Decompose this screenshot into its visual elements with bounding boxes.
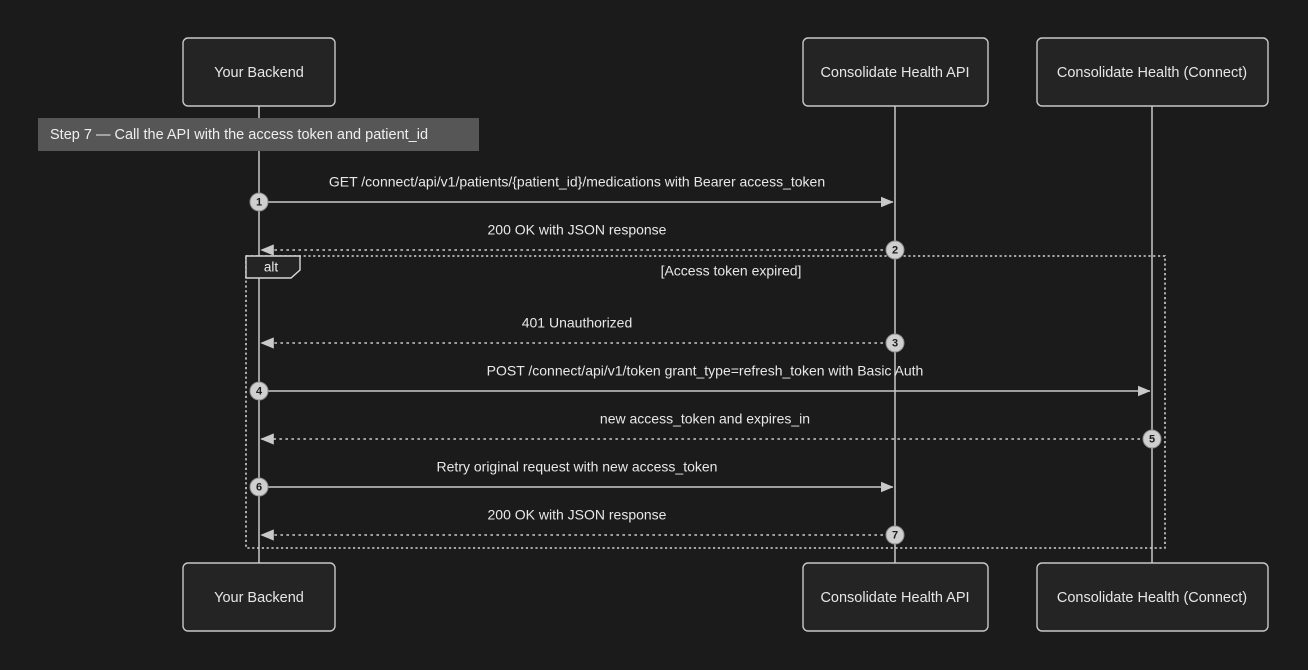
participant-label-api-bottom: Consolidate Health API [820, 590, 969, 606]
message-3: 401 Unauthorized 3 [260, 315, 905, 353]
participant-label-backend-top: Your Backend [214, 65, 304, 81]
participants-bottom: Your Backend Consolidate Health API Cons… [182, 562, 1269, 632]
participant-label-api-top: Consolidate Health API [820, 65, 969, 81]
message-3-seq-number: 3 [892, 338, 898, 350]
participant-label-backend-bottom: Your Backend [214, 590, 304, 606]
message-4-seq-number: 4 [256, 386, 263, 398]
message-7-seq-number: 7 [892, 530, 898, 542]
participant-api-top[interactable]: Consolidate Health API [802, 37, 989, 107]
message-7: 200 OK with JSON response 7 [260, 507, 905, 545]
message-1-seq-number: 1 [256, 197, 262, 209]
alt-fragment-operator: alt [264, 260, 279, 275]
alt-fragment: alt [Access token expired] [245, 255, 1166, 549]
message-7-seq-marker [885, 525, 905, 545]
message-1: GET /connect/api/v1/patients/{patient_id… [249, 174, 894, 212]
participant-connect-top[interactable]: Consolidate Health (Connect) [1036, 37, 1269, 107]
step-note: Step 7 — Call the API with the access to… [38, 118, 479, 151]
message-4: POST /connect/api/v1/token grant_type=re… [249, 363, 1151, 401]
message-5-seq-number: 5 [1149, 434, 1155, 446]
alt-fragment-condition: [Access token expired] [661, 263, 802, 279]
participant-box-backend-bottom[interactable] [182, 562, 336, 632]
message-2-seq-number: 2 [892, 245, 898, 257]
message-1-label: GET /connect/api/v1/patients/{patient_id… [329, 174, 825, 190]
messages-group: GET /connect/api/v1/patients/{patient_id… [249, 174, 1162, 545]
participant-box-connect-top[interactable] [1036, 37, 1269, 107]
message-3-label: 401 Unauthorized [522, 315, 633, 331]
message-4-seq-marker [249, 381, 269, 401]
message-1-seq-marker [249, 192, 269, 212]
step-note-background [38, 118, 479, 151]
step-note-text: Step 7 — Call the API with the access to… [50, 127, 428, 143]
message-7-label: 200 OK with JSON response [488, 507, 667, 523]
participant-api-bottom[interactable]: Consolidate Health API [802, 562, 989, 632]
message-6-seq-number: 6 [256, 482, 262, 494]
message-2-label: 200 OK with JSON response [488, 222, 667, 238]
message-6-seq-marker [249, 477, 269, 497]
message-2: 200 OK with JSON response 2 [260, 222, 905, 260]
participant-backend-bottom[interactable]: Your Backend [182, 562, 336, 632]
participant-box-api-top[interactable] [802, 37, 989, 107]
message-5: new access_token and expires_in 5 [260, 411, 1162, 449]
message-3-seq-marker [885, 333, 905, 353]
alt-fragment-border [245, 255, 1166, 549]
participant-box-connect-bottom[interactable] [1036, 562, 1269, 632]
participant-connect-bottom[interactable]: Consolidate Health (Connect) [1036, 562, 1269, 632]
message-6-label: Retry original request with new access_t… [437, 459, 718, 475]
message-5-seq-marker [1142, 429, 1162, 449]
message-6: Retry original request with new access_t… [249, 459, 894, 497]
participant-backend-top[interactable]: Your Backend [182, 37, 336, 107]
participant-label-connect-bottom: Consolidate Health (Connect) [1057, 590, 1247, 606]
participants-top: Your Backend Consolidate Health API Cons… [182, 37, 1269, 107]
alt-fragment-tab [245, 255, 301, 279]
message-4-label: POST /connect/api/v1/token grant_type=re… [487, 363, 924, 379]
message-2-seq-marker [885, 240, 905, 260]
participant-box-backend-top[interactable] [182, 37, 336, 107]
participant-label-connect-top: Consolidate Health (Connect) [1057, 65, 1247, 81]
participant-box-api-bottom[interactable] [802, 562, 989, 632]
message-5-label: new access_token and expires_in [600, 411, 810, 427]
